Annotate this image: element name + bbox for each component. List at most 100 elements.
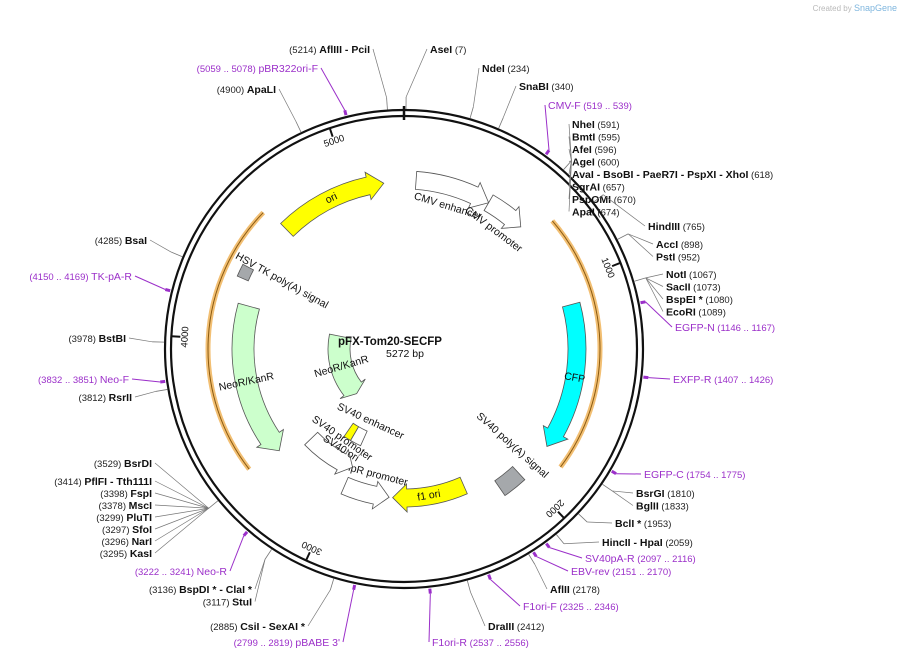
enzyme-name: BsrGI: [636, 488, 665, 500]
enzyme-label: (3529) BsrDI: [94, 458, 152, 470]
primer-part: (3832 .. 3851): [38, 375, 100, 386]
tick-mark: [305, 551, 311, 561]
enzyme-name: SfoI: [132, 524, 152, 536]
enzyme-leader: [568, 160, 572, 212]
primer-part: (1754 .. 1775): [684, 470, 746, 481]
enzyme-label: (3378) MscI: [99, 500, 153, 512]
enzyme-label: (4285) BsaI: [95, 235, 147, 247]
enzyme-label: AgeI (600): [572, 157, 620, 169]
primer-part: EXFP-R: [673, 374, 712, 386]
enzyme-label: (3299) PluTI: [96, 512, 152, 524]
tick-label: 5000: [322, 133, 346, 150]
primer-leader: [229, 535, 245, 572]
enzyme-leader: [578, 513, 588, 523]
enzyme-name: BspEI *: [666, 294, 704, 306]
enzyme-position: (2178): [570, 585, 600, 596]
enzyme-position: (4285): [95, 236, 125, 247]
enzyme-leader: [254, 559, 266, 590]
enzyme-label: PstI (952): [656, 252, 700, 264]
enzyme-leader: [612, 490, 634, 494]
primer-leader: [342, 589, 355, 643]
primer-label: (3222 .. 3241) Neo-R: [135, 566, 228, 578]
primer-part: (2097 .. 2116): [635, 554, 696, 565]
enzyme-label: (3295) KasI: [100, 548, 152, 560]
enzyme-label: BglII (1833): [636, 501, 689, 513]
enzyme-name: DraIII: [488, 621, 514, 633]
enzyme-label: AvaI - BsoBI - PaeR7I - PspXI - XhoI (61…: [572, 169, 773, 181]
enzyme-label: BsrGI (1810): [636, 488, 695, 500]
feature-sv40-poly-a-signal: [494, 465, 526, 497]
enzyme-name: PflFI - Tth111I: [84, 476, 152, 488]
enzyme-position: (234): [505, 64, 530, 75]
enzyme-label: DraIII (2412): [488, 621, 544, 633]
watermark: Created by SnapGene: [812, 3, 897, 13]
primer-site: [164, 288, 171, 293]
enzyme-leader: [405, 48, 428, 98]
enzyme-position: (3414): [54, 477, 84, 488]
enzyme-name: KasI: [130, 548, 152, 560]
enzyme-position: (3978): [68, 334, 98, 345]
enzyme-position: (7): [452, 45, 466, 56]
primer-label: EBV-rev (2151 .. 2170): [571, 566, 671, 578]
primer-site: [545, 542, 551, 549]
primer-part: pBABE 3': [295, 637, 340, 649]
enzyme-name: BglII: [636, 501, 659, 513]
orf-arc-core: [207, 212, 264, 470]
enzyme-label: (3398) FspI: [100, 488, 152, 500]
primer-leader: [134, 275, 166, 290]
enzyme-label: AfeI (596): [572, 144, 617, 156]
enzyme-name: AgeI: [572, 157, 595, 169]
primer-site: [352, 584, 357, 591]
enzyme-position: (2059): [663, 538, 693, 549]
enzyme-label: PspOMI (670): [572, 194, 636, 206]
enzyme-position: (4900): [217, 85, 247, 96]
feature-f1-ori: [392, 476, 468, 513]
enzyme-position: (618): [748, 170, 773, 181]
enzyme-leader: [593, 194, 604, 203]
primer-site: [160, 379, 166, 384]
enzyme-name: MscI: [129, 500, 152, 512]
enzyme-name: BmtI: [572, 132, 595, 144]
primer-part: (2151 .. 2170): [610, 567, 672, 578]
enzyme-name: FspI: [130, 488, 152, 500]
primer-leader: [535, 556, 569, 572]
primer-site: [610, 469, 617, 475]
enzyme-label: (3812) RsrII: [79, 392, 133, 404]
enzyme-name: NarI: [132, 536, 153, 548]
primer-site: [428, 588, 432, 594]
enzyme-leader: [645, 277, 664, 300]
primer-site: [640, 300, 646, 305]
enzyme-leader: [617, 233, 629, 240]
enzyme-name: AflIII - PciI: [319, 44, 370, 56]
enzyme-position: (1953): [641, 519, 671, 530]
enzyme-leader: [503, 85, 517, 118]
enzyme-name: BsaI: [125, 235, 147, 247]
enzyme-leader: [563, 160, 572, 170]
enzyme-leader: [612, 490, 634, 506]
enzyme-leader: [568, 160, 572, 162]
enzyme-name: BstBI: [99, 333, 127, 345]
primer-site: [343, 109, 348, 116]
enzyme-leader: [556, 534, 565, 544]
primer-part: CMV-F: [548, 100, 581, 112]
enzyme-position: (1080): [703, 295, 733, 306]
feature-sv40-ori: [343, 422, 360, 442]
enzyme-leader: [208, 500, 219, 509]
enzyme-name: CsiI - SexAI *: [240, 621, 306, 633]
enzyme-leader: [278, 88, 297, 122]
enzyme-label: EcoRI (1089): [666, 307, 726, 319]
enzyme-leader: [295, 121, 302, 133]
feature-neor-kanr: [231, 302, 284, 452]
primer-part: (1146 .. 1167): [715, 323, 775, 334]
enzyme-leader: [307, 589, 331, 627]
primer-label: (2799 .. 2819) pBABE 3': [234, 637, 340, 649]
primer-part: (1407 .. 1426): [712, 375, 774, 386]
enzyme-position: (1810): [665, 489, 695, 500]
enzyme-label: (5214) AflIII - PciI: [289, 44, 370, 56]
primer-label: F1ori-R (2537 .. 2556): [432, 637, 529, 649]
enzyme-position: (591): [595, 120, 620, 131]
enzyme-leader: [563, 541, 600, 545]
primer-leader: [320, 67, 346, 111]
primer-part: SV40pA-R: [585, 553, 635, 565]
